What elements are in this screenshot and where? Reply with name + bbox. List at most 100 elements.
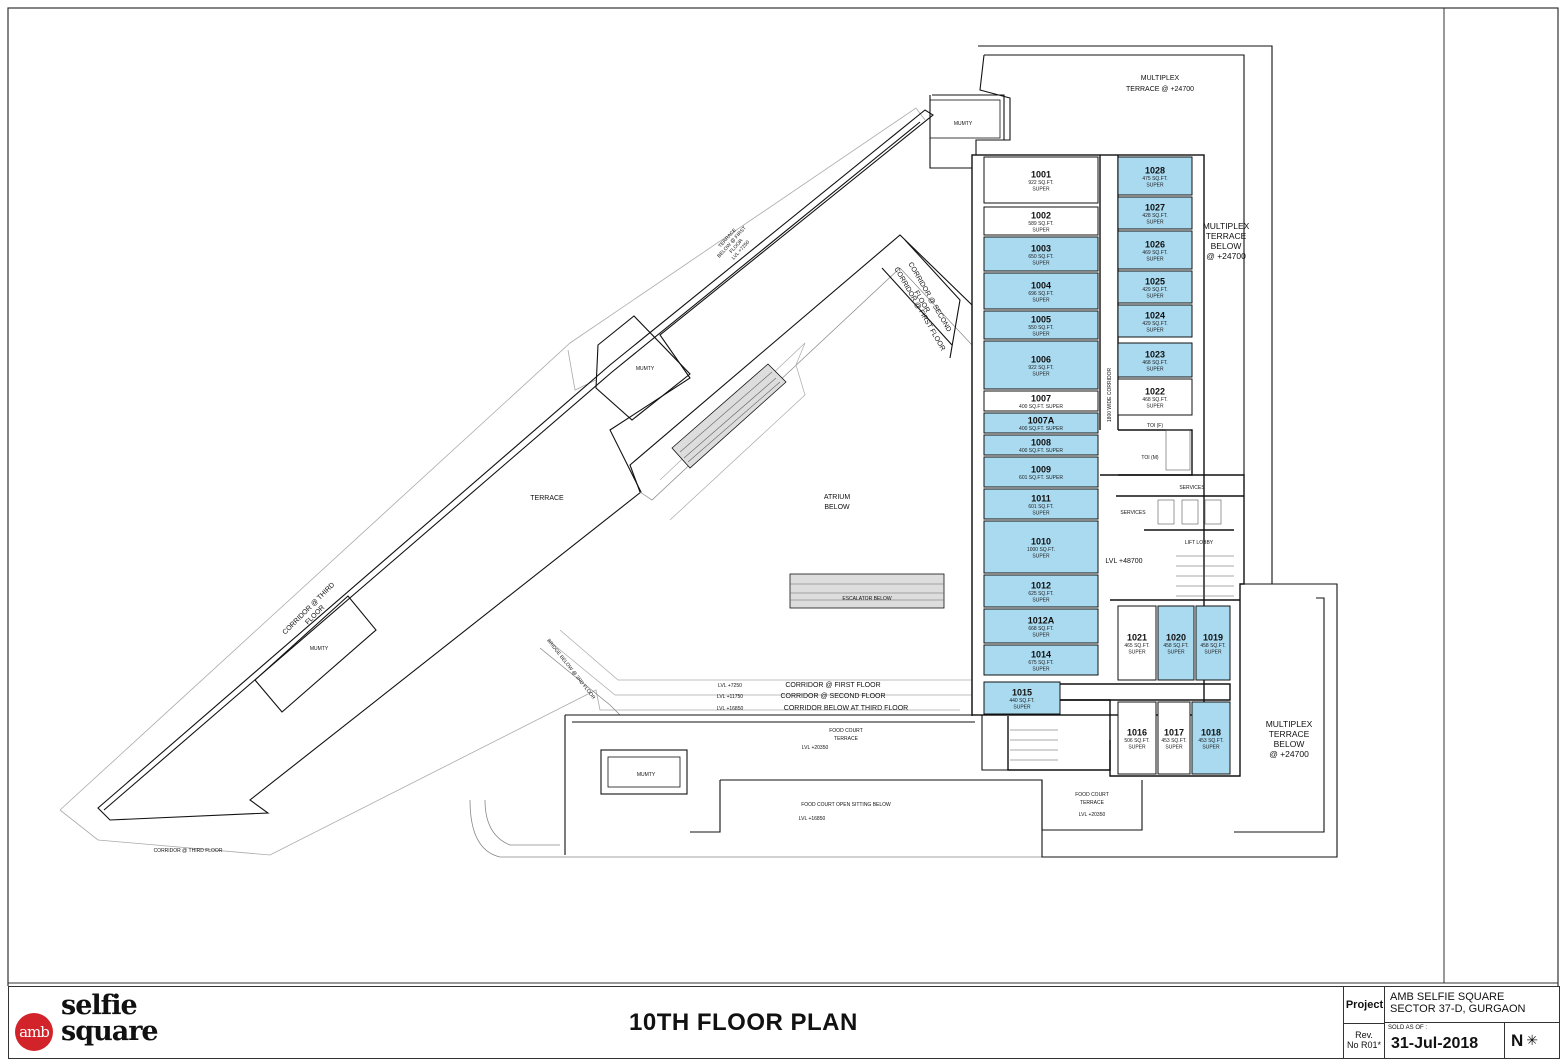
unit-area-type: SUPER <box>1032 261 1050 267</box>
unit-number: 1020 <box>1166 633 1186 643</box>
unit-area-type: SUPER <box>1013 705 1031 711</box>
corridor-first-label: CORRIDOR @ FIRST FLOOR <box>785 682 880 689</box>
atrium-line2: BELOW <box>824 504 850 511</box>
mumty-label-mid: MUMTY <box>636 366 655 372</box>
multiplex-terrace-top-line1: MULTIPLEX <box>1141 75 1180 82</box>
unit-area-type: SUPER <box>1146 220 1164 226</box>
unit-number: 1014 <box>1031 650 1051 660</box>
unit-number: 1026 <box>1145 240 1165 250</box>
unit-area-type: SUPER <box>1167 650 1185 656</box>
project-info-grid: Project AMB SELFIE SQUARE SECTOR 37-D, G… <box>1343 987 1559 1058</box>
unit-area: 400 SQ.FT. SUPER <box>1019 448 1063 454</box>
unit-number: 1006 <box>1031 355 1051 365</box>
multiplex-right-l4: @ +24700 <box>1206 251 1246 261</box>
unit-area-type: SUPER <box>1165 745 1183 751</box>
unit-shape <box>983 456 1099 488</box>
multiplex-lower-l3: BELOW <box>1274 739 1305 749</box>
unit-shape <box>1117 270 1193 304</box>
unit-area: 922 SQ.FT. <box>1028 180 1053 186</box>
unit-area: 469 SQ.FT. <box>1142 250 1167 256</box>
unit-area-type: SUPER <box>1204 650 1222 656</box>
unit-area: 429 SQ.FT. <box>1142 321 1167 327</box>
unit-number: 1004 <box>1031 281 1051 291</box>
unit-shape <box>1117 378 1193 416</box>
unit-area-type: SUPER <box>1032 187 1050 193</box>
unit-area: 696 SQ.FT. <box>1028 291 1053 297</box>
project-value: AMB SELFIE SQUARE SECTOR 37-D, GURGAON <box>1384 987 1559 1023</box>
unit-number: 1016 <box>1127 728 1147 738</box>
unit-number: 1028 <box>1145 166 1165 176</box>
food-court-terrace2-l2: TERRACE <box>1080 800 1105 806</box>
logo-line-1: selfie <box>61 990 138 1021</box>
mumty-label-top: MUMTY <box>954 121 973 127</box>
unit-area: 601 SQ.FT. SUPER <box>1019 475 1063 481</box>
unit-number: 1021 <box>1127 633 1147 643</box>
multiplex-lower-l4: @ +24700 <box>1269 749 1309 759</box>
unit-shape <box>983 644 1099 676</box>
unit-shape <box>983 156 1099 204</box>
unit-area-type: SUPER <box>1146 257 1164 263</box>
unit-area: 650 SQ.FT. <box>1028 254 1053 260</box>
unit-area: 429 SQ.FT. <box>1142 287 1167 293</box>
bridge-below-label: BRIDGE BELOW @ 3RD FLOOR <box>545 638 596 701</box>
atrium-line1: ATRIUM <box>824 494 850 501</box>
corridor-third-floor-label: CORRIDOR @ THIRD FLOOR <box>154 848 223 854</box>
unit-area-type: SUPER <box>1146 367 1164 373</box>
unit-area-type: SUPER <box>1032 667 1050 673</box>
revision-cell: Rev. No R01* <box>1343 1023 1384 1058</box>
unit-area: 589 SQ.FT. <box>1028 221 1053 227</box>
unit-area-type: SUPER <box>1032 332 1050 338</box>
unit-area-type: SUPER <box>1032 228 1050 234</box>
unit-number: 1007 <box>1031 394 1051 404</box>
food-court-terrace2-l3: LVL +20350 <box>1079 812 1106 818</box>
multiplex-right-l2: TERRACE <box>1206 231 1247 241</box>
unit-number: 1024 <box>1145 311 1165 321</box>
compass-icon: ✳ <box>1526 1032 1539 1048</box>
sold-as-of-label: SOLD AS OF : <box>1388 1025 1428 1031</box>
multiplex-right-l1: MULTIPLEX <box>1203 221 1250 231</box>
unit-shape <box>1117 156 1193 196</box>
food-court-terrace2-l1: FOOD COURT <box>1075 792 1109 798</box>
unit-area-type: SUPER <box>1032 633 1050 639</box>
logo-mark: amb <box>15 1013 53 1051</box>
unit-shape <box>983 681 1061 715</box>
unit-number: 1003 <box>1031 244 1051 254</box>
unit-number: 1012 <box>1031 581 1051 591</box>
unit-shape <box>983 390 1099 412</box>
unit-area-type: SUPER <box>1146 328 1164 334</box>
unit-number: 1015 <box>1012 688 1032 698</box>
unit-area: 601 SQ.FT. <box>1028 504 1053 510</box>
project-location: SECTOR 37-D, GURGAON <box>1390 1003 1526 1015</box>
plan-title: 10TH FLOOR PLAN <box>629 1009 858 1036</box>
unit-area: 468 SQ.FT. <box>1142 397 1167 403</box>
food-court-terrace1-l3: LVL +20350 <box>802 745 829 751</box>
wide-corridor-label: 1800 WIDE CORRIDOR <box>1107 368 1113 423</box>
unit-area: 400 SQ.FT. SUPER <box>1019 404 1063 410</box>
services-label-top: SERVICES <box>1179 485 1205 491</box>
unit-area: 468 SQ.FT. <box>1142 360 1167 366</box>
unit-area: 625 SQ.FT. <box>1028 591 1053 597</box>
unit-area-type: SUPER <box>1032 554 1050 560</box>
north-label: N <box>1511 1030 1524 1050</box>
unit-area-type: SUPER <box>1202 745 1220 751</box>
lvl-7250: LVL +7250 <box>718 683 742 689</box>
unit-shape <box>983 206 1099 236</box>
unit-shape <box>983 574 1099 608</box>
sold-as-of-cell: SOLD AS OF : 31-Jul-2018 <box>1384 1023 1505 1058</box>
lvl-11750: LVL +11750 <box>717 694 743 700</box>
unit-shape <box>1157 605 1195 681</box>
unit-number: 1022 <box>1145 387 1165 397</box>
